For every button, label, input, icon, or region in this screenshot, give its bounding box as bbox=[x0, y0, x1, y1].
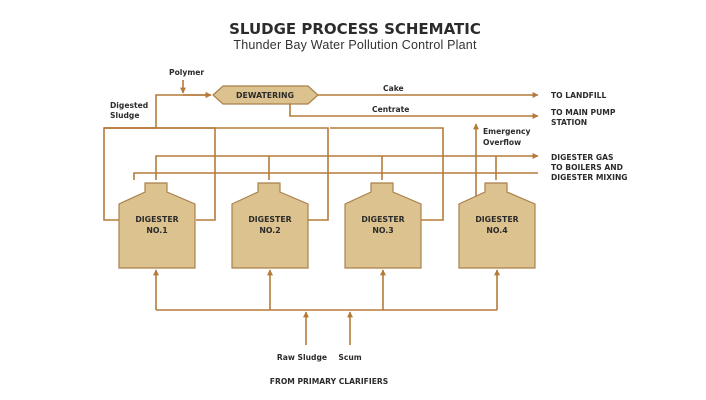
digester-3-number: NO.3 bbox=[372, 226, 393, 235]
dewatering-label: DEWATERING bbox=[236, 91, 294, 100]
digester-1-number: NO.1 bbox=[146, 226, 167, 235]
digester-3: DIGESTER NO.3 bbox=[344, 182, 422, 269]
digester-2-label: DIGESTER bbox=[248, 215, 291, 224]
digester-4-label: DIGESTER bbox=[475, 215, 518, 224]
digester-4-number: NO.4 bbox=[486, 226, 508, 235]
gas-label-1: DIGESTER GAS bbox=[551, 153, 613, 162]
centrate-line bbox=[289, 104, 539, 119]
digester-1: DIGESTER NO.1 bbox=[118, 182, 196, 269]
pump-station-label-1: TO MAIN PUMP bbox=[551, 108, 616, 117]
centrate-label: Centrate bbox=[372, 105, 409, 114]
scum-label: Scum bbox=[338, 353, 361, 362]
digester-2-number: NO.2 bbox=[259, 226, 280, 235]
polymer-label: Polymer bbox=[169, 68, 204, 77]
page-subtitle: Thunder Bay Water Pollution Control Plan… bbox=[233, 38, 477, 52]
digester-4: DIGESTER NO.4 bbox=[458, 182, 536, 269]
digester-2: DIGESTER NO.2 bbox=[231, 182, 309, 269]
raw-sludge-label: Raw Sludge bbox=[277, 353, 327, 362]
digested-label-2: Sludge bbox=[110, 111, 140, 120]
gas-label-2: TO BOILERS AND bbox=[551, 163, 623, 172]
digester-1-label: DIGESTER bbox=[135, 215, 178, 224]
digested-label-1: Digested bbox=[110, 101, 148, 110]
landfill-label: TO LANDFILL bbox=[551, 91, 607, 100]
page-title: SLUDGE PROCESS SCHEMATIC bbox=[229, 20, 481, 38]
emergency-label-2: Overflow bbox=[483, 138, 521, 147]
pump-station-label-2: STATION bbox=[551, 118, 587, 127]
cake-label: Cake bbox=[383, 84, 404, 93]
emergency-label-1: Emergency bbox=[483, 127, 530, 136]
digester-gas-line bbox=[155, 153, 539, 180]
mixing-gas-line bbox=[133, 172, 538, 180]
gas-label-3: DIGESTER MIXING bbox=[551, 173, 628, 182]
digester-3-label: DIGESTER bbox=[361, 215, 404, 224]
from-primary-label: FROM PRIMARY CLARIFIERS bbox=[270, 377, 388, 386]
